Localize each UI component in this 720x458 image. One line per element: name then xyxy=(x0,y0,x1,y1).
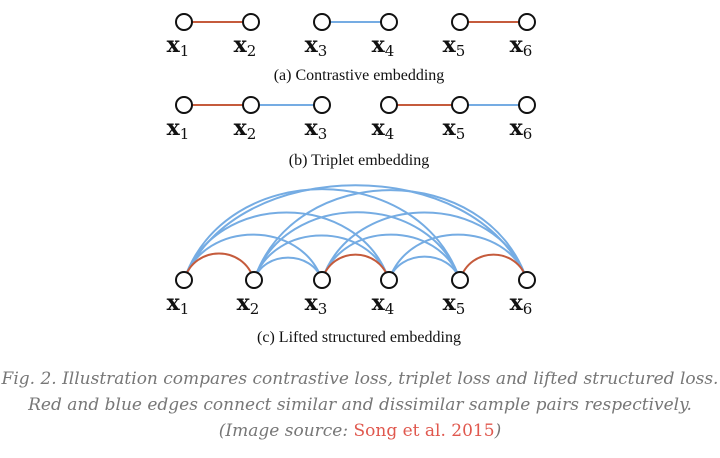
node-x2 xyxy=(242,96,260,114)
arc-dissimilar-x4-x6 xyxy=(388,233,528,281)
arc-dissimilar-x1-x6 xyxy=(183,184,528,281)
node-x3 xyxy=(313,13,331,31)
node-x5 xyxy=(451,96,469,114)
node-label-x4: x4 xyxy=(372,115,395,143)
node-x5 xyxy=(451,13,469,31)
panel-contrastive: x1 x2 x3 x4 x5 x6 xyxy=(167,13,536,60)
node-x2 xyxy=(245,271,263,289)
arc-dissimilar-x3-x6 xyxy=(321,211,528,281)
node-x4 xyxy=(380,13,398,31)
node-x1 xyxy=(175,271,193,289)
node-label-x6: x6 xyxy=(510,290,533,318)
node-label-x5: x5 xyxy=(443,115,466,143)
caption-text: Fig. 2. Illustration compares contrastiv… xyxy=(1,369,719,441)
node-label-x6: x6 xyxy=(510,115,533,143)
node-label-x3: x3 xyxy=(305,115,328,143)
node-x4 xyxy=(380,271,398,289)
node-label-x5: x5 xyxy=(443,32,466,60)
node-x6 xyxy=(518,96,536,114)
node-label-x5: x5 xyxy=(443,290,466,318)
node-x4 xyxy=(380,96,398,114)
node-label-x2: x2 xyxy=(234,115,257,143)
node-x3 xyxy=(313,96,331,114)
node-label-x3: x3 xyxy=(305,290,328,318)
arc-dissimilar-x3-x5 xyxy=(321,233,461,281)
source-link[interactable]: Song et al. 2015 xyxy=(353,421,495,441)
node-label-x6: x6 xyxy=(510,32,533,60)
node-label-x4: x4 xyxy=(372,290,395,318)
arc-dissimilar-x1-x4 xyxy=(183,211,390,281)
node-x3 xyxy=(313,271,331,289)
node-x1 xyxy=(175,13,193,31)
arc-dissimilar-x2-x6 xyxy=(253,189,528,281)
node-x2 xyxy=(242,13,260,31)
arc-similar-x1-x2 xyxy=(183,252,255,281)
panel-triplet: x1 x2 x3 x4 x5 x6 xyxy=(167,96,536,143)
figure-caption: Fig. 2. Illustration compares contrastiv… xyxy=(0,366,720,444)
arc-dissimilar-x2-x4 xyxy=(253,234,390,281)
edges xyxy=(183,184,528,281)
panel-lifted-structured: x1 x2 x3 x4 x5 x6 xyxy=(167,184,536,318)
node-label-x2: x2 xyxy=(234,32,257,60)
node-label-x2: x2 xyxy=(237,290,260,318)
arc-similar-x3-x4 xyxy=(321,253,390,281)
node-x6 xyxy=(518,271,536,289)
panel-caption-lifted: (c) Lifted structured embedding xyxy=(257,329,461,346)
arc-dissimilar-x2-x5 xyxy=(253,211,461,281)
figure: x1 x2 x3 x4 x5 x6 x1 x2 x3 x4 x5 x6 x1 x2 x3 x4 x5 x6 (… xyxy=(150,0,580,360)
panel-caption-contrastive: (a) Contrastive embedding xyxy=(274,67,445,84)
node-label-x4: x4 xyxy=(372,32,395,60)
node-label-x1: x1 xyxy=(167,32,190,60)
node-x1 xyxy=(175,96,193,114)
caption-suffix: ) xyxy=(494,421,502,441)
node-x6 xyxy=(518,13,536,31)
node-label-x1: x1 xyxy=(167,115,190,143)
node-label-x1: x1 xyxy=(167,290,190,318)
arc-similar-x5-x6 xyxy=(459,253,528,281)
panel-caption-triplet: (b) Triplet embedding xyxy=(289,152,429,169)
embedding-diagram: x1 x2 x3 x4 x5 x6 x1 x2 x3 x4 x5 x6 x1 x2 x3 x4 x5 x6 (… xyxy=(167,13,536,346)
node-x5 xyxy=(451,271,469,289)
node-label-x3: x3 xyxy=(305,32,328,60)
